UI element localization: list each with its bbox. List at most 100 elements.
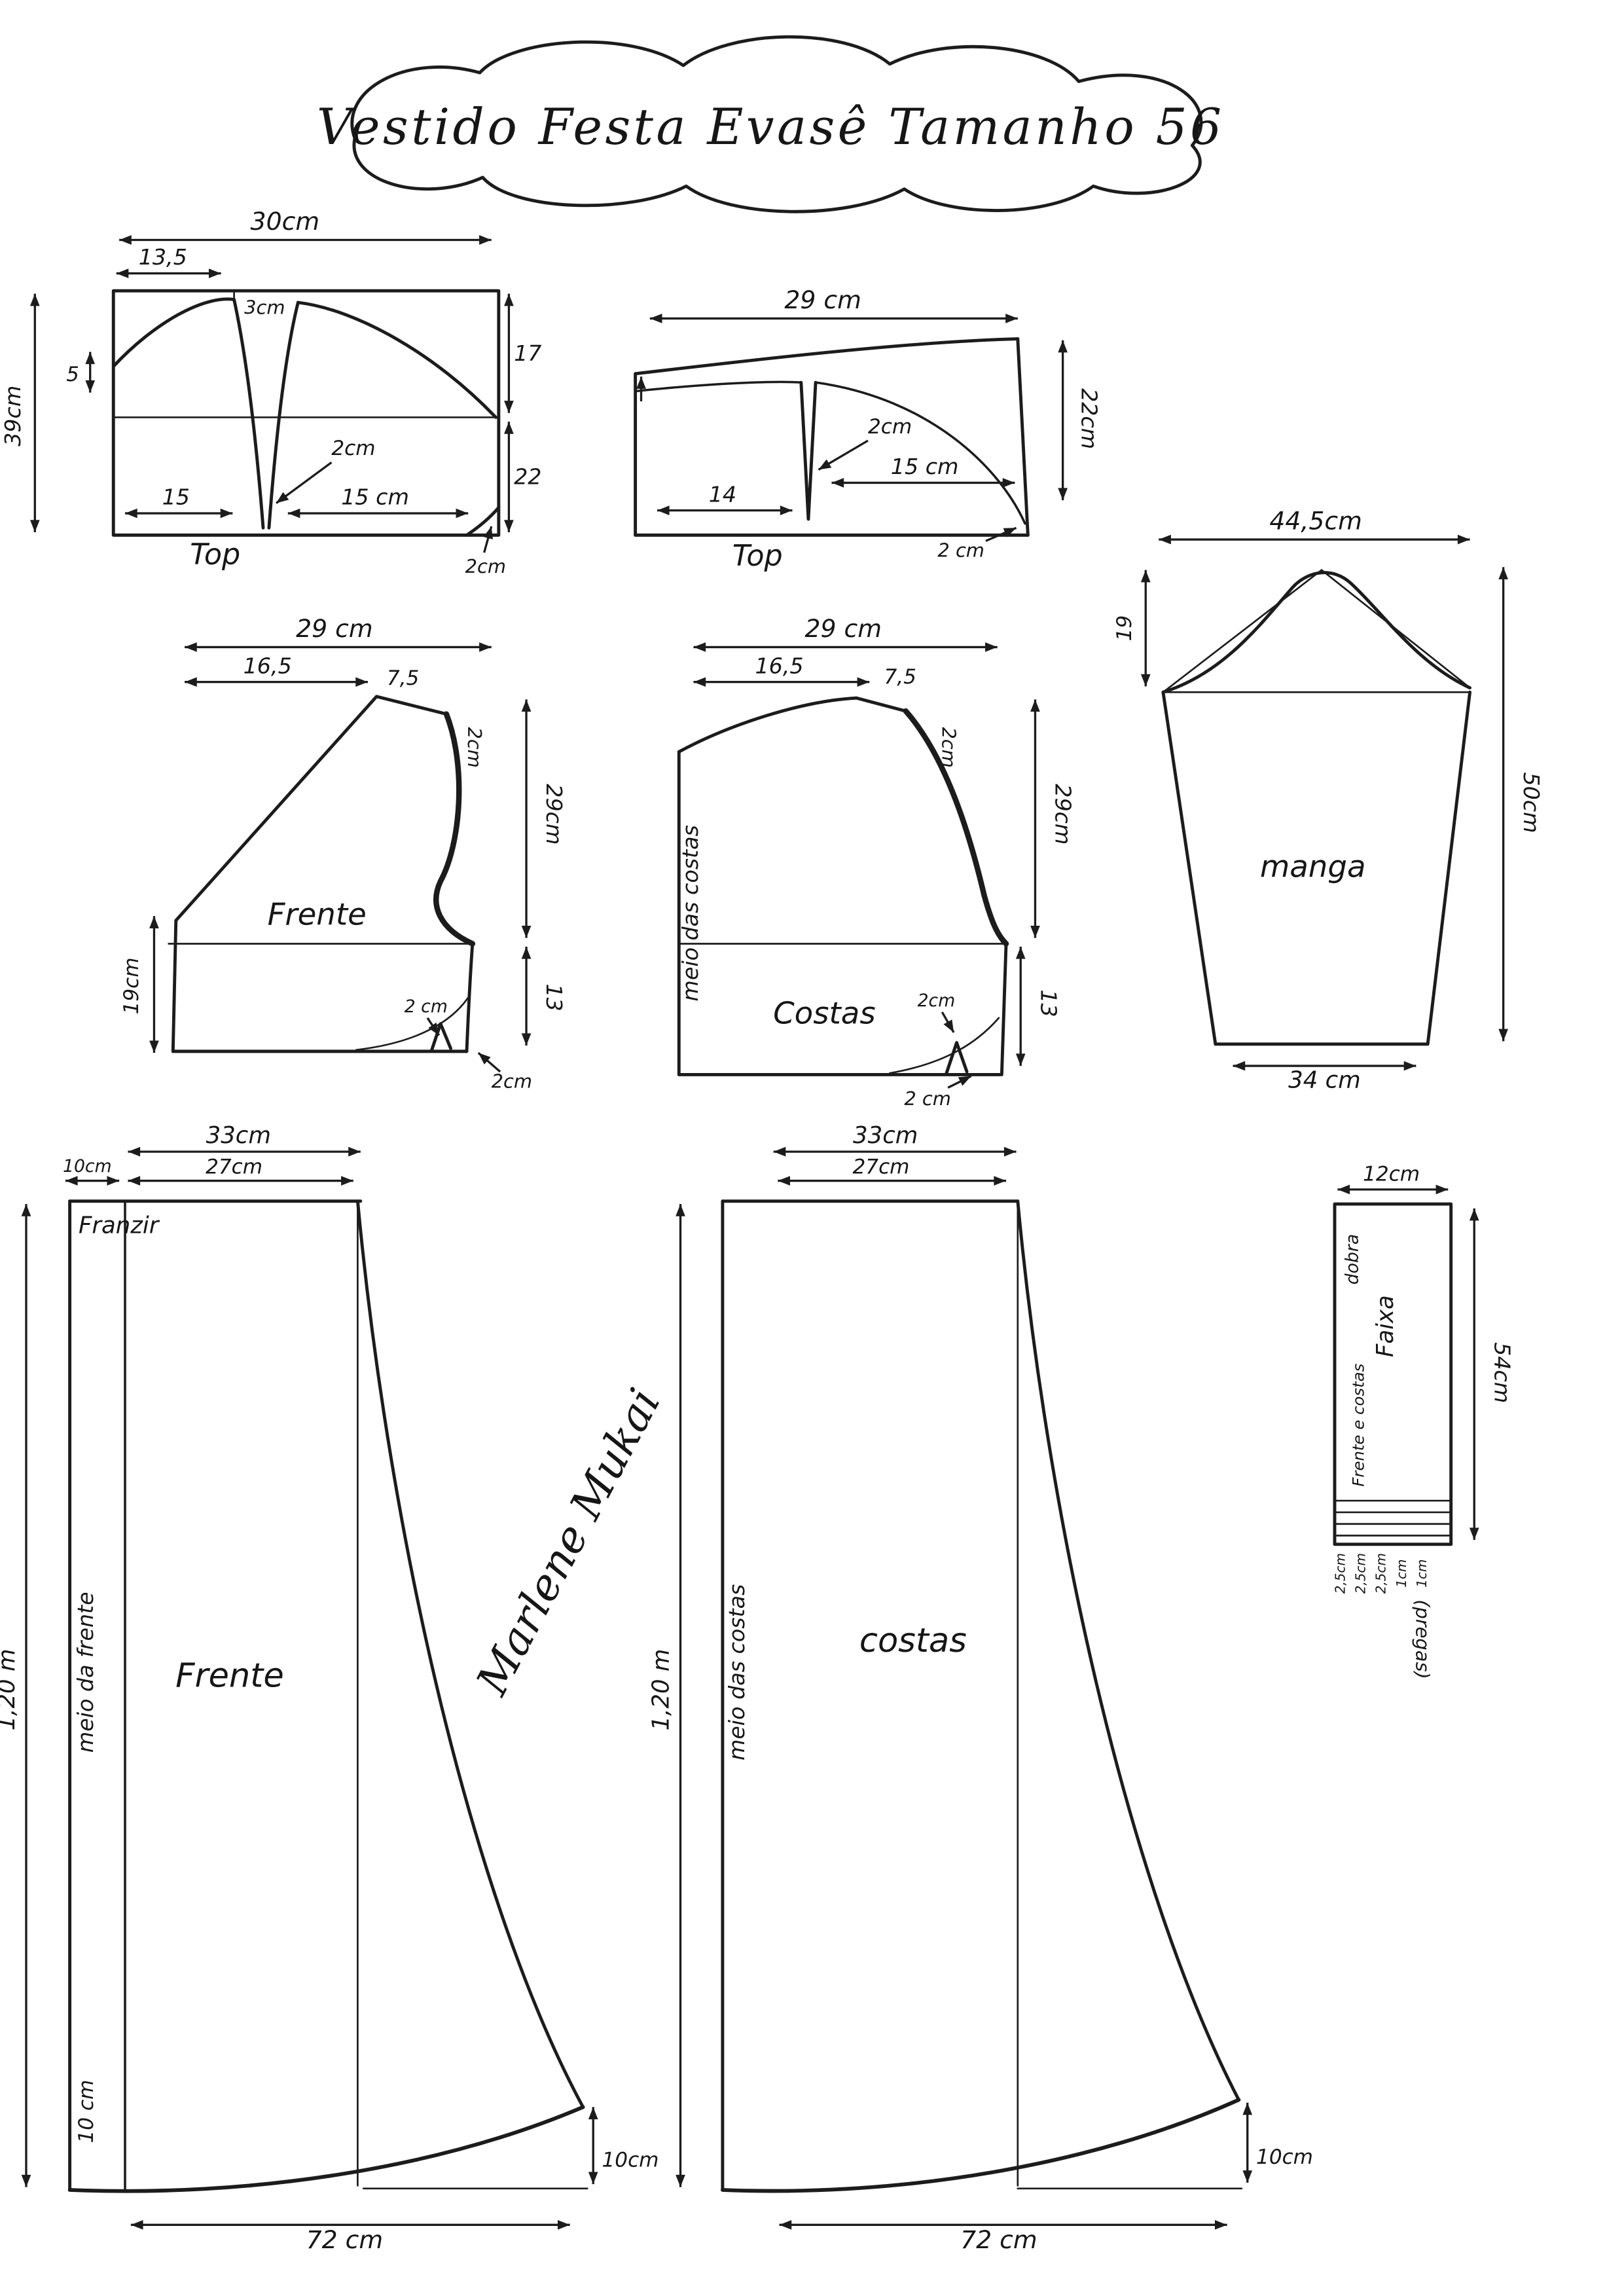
skirt-back-piece-label: costas xyxy=(859,1622,967,1660)
dim-top-front-height xyxy=(29,293,40,532)
dim-sleeve-cuff xyxy=(1233,1061,1416,1071)
top-front-frame xyxy=(111,289,501,537)
piece-sleeve: 44,5cm 19 50cm manga 34 cm xyxy=(1113,506,1544,1093)
front-bodice-slope-label: 7,5 xyxy=(387,666,419,690)
top-front-left-small-label: 5 xyxy=(66,363,79,386)
top-front-bottom-left-label: 15 xyxy=(162,484,190,510)
skirt-back-hem-rise-label: 10cm xyxy=(1256,2145,1313,2169)
back-bodice-width-label: 29 cm xyxy=(804,614,882,643)
skirt-front-hem-w-label: 72 cm xyxy=(306,2225,384,2254)
title-cloud-outline xyxy=(350,35,1203,213)
front-bodice-bottom-dart xyxy=(430,1022,452,1052)
dim-sleeve-cap-height xyxy=(1140,570,1151,687)
band-name-label: Faixa xyxy=(1372,1295,1399,1357)
back-bodice-side-label: 29cm xyxy=(1051,784,1076,845)
skirt-back-flare-seam xyxy=(1016,1199,1240,2102)
band-pleat-label-5: 1cm xyxy=(1414,1559,1430,1588)
top-front-dart-label: 2cm xyxy=(331,437,375,460)
dim-skirt-front-top-w xyxy=(128,1146,361,1157)
skirt-front-piece-label: Frente xyxy=(175,1657,284,1696)
front-bodice-dart-label: 2 cm xyxy=(405,996,448,1017)
dim-skirt-back-hem-rise xyxy=(1242,2102,1253,2183)
top-back-bottom-left-label: 14 xyxy=(709,481,736,507)
dim-back-bodice-dart xyxy=(941,1011,955,1033)
dim-front-bodice-left-height xyxy=(149,916,159,1053)
piece-skirt-front: 33cm 10cm 27cm Franzir 1,20 m meio da fr… xyxy=(0,1122,659,2254)
skirt-front-hem-rise-label: 10cm xyxy=(602,2148,659,2172)
front-bodice-armhole xyxy=(433,711,476,947)
skirt-front-flare-seam xyxy=(355,1199,585,2109)
skirt-back-length-label: 1,20 m xyxy=(648,1649,675,1730)
skirt-front-band-bottom-label: 10 cm xyxy=(75,2080,98,2143)
dim-skirt-front-band-w xyxy=(65,1176,120,1186)
dim-back-bodice-corner xyxy=(947,1075,972,1089)
top-front-corner-curve xyxy=(465,505,501,537)
dim-back-bodice-side xyxy=(1030,699,1040,938)
dim-sleeve-length xyxy=(1498,567,1508,1042)
dim-skirt-front-panel-w xyxy=(128,1176,353,1186)
piece-band: 12cm 54cm dobra Faixa Frente e costas 2,… xyxy=(1333,1163,1515,1679)
sleeve-length-label: 50cm xyxy=(1519,772,1544,833)
top-back-dart-label: 2cm xyxy=(868,415,912,439)
back-bodice-armhole xyxy=(903,708,1009,947)
dim-sleeve-width xyxy=(1159,534,1470,545)
skirt-front-band-label: Franzir xyxy=(79,1212,160,1239)
front-bodice-lower-label: 13 xyxy=(541,984,567,1011)
page-title: Vestido Festa Evasê Tamanho 56 xyxy=(317,98,1225,156)
dim-top-front-bottom-left xyxy=(125,508,233,519)
front-bodice-left-edge xyxy=(171,919,178,1053)
back-bodice-dart-label: 2cm xyxy=(918,991,956,1011)
sleeve-cap-chord-left xyxy=(1162,569,1323,693)
dim-skirt-back-top-w xyxy=(773,1146,1017,1157)
top-back-piece-label: Top xyxy=(732,539,783,573)
dim-skirt-back-length xyxy=(676,1204,685,2187)
back-bodice-neckline xyxy=(677,696,858,754)
signature: Marlene Mukai xyxy=(466,1380,670,1704)
dim-top-back-bottom-right xyxy=(831,478,1015,488)
band-sub-label: Frente e costas xyxy=(1348,1363,1367,1486)
band-pleat-label-2: 2,5cm xyxy=(1353,1553,1369,1594)
dim-band-width xyxy=(1337,1184,1449,1195)
dim-top-front-left-small xyxy=(85,352,96,393)
sleeve-cuff-label: 34 cm xyxy=(1288,1066,1361,1093)
piece-skirt-back: 33cm 27cm 1,20 m meio das costas costas … xyxy=(648,1122,1313,2254)
title-group: Vestido Festa Evasê Tamanho 56 xyxy=(317,35,1225,213)
dim-front-bodice-corner xyxy=(477,1051,501,1073)
dim-front-bodice-lower xyxy=(521,946,532,1046)
dim-skirt-front-hem-w xyxy=(130,2219,570,2230)
back-bodice-shoulder xyxy=(854,696,908,713)
skirt-front-panel-w-label: 27cm xyxy=(206,1155,262,1178)
top-back-dart xyxy=(799,380,818,521)
top-back-inner-right-curve xyxy=(814,381,1026,525)
back-bodice-piece-label: Costas xyxy=(773,996,876,1031)
top-front-width-label: 30cm xyxy=(251,207,320,236)
top-front-left-curve xyxy=(111,297,236,369)
skirt-front-band-w-label: 10cm xyxy=(63,1156,112,1176)
piece-front-bodice: 29 cm 16,5 7,5 2cm 29cm 13 19cm Frente 2… xyxy=(120,614,567,1093)
back-bodice-right-lower-edge xyxy=(1000,942,1008,1076)
band-pregas-label: (pregas) xyxy=(1411,1599,1434,1679)
sleeve-cap-height-label: 19 xyxy=(1113,615,1136,642)
top-front-right-dart-curve xyxy=(267,301,300,530)
skirt-back-hem-w-label: 72 cm xyxy=(960,2225,1038,2254)
back-bodice-drop-label: 2cm xyxy=(937,727,960,768)
dim-top-front-right-upper xyxy=(504,293,514,413)
sleeve-cap-chord-right xyxy=(1320,569,1471,689)
dim-top-front-corner xyxy=(483,526,493,553)
front-bodice-corner-label: 2cm xyxy=(492,1070,532,1092)
dim-top-front-dart xyxy=(276,461,333,504)
band-width-label: 12cm xyxy=(1363,1163,1420,1186)
dim-back-bodice-width xyxy=(693,642,998,652)
dim-top-front-right-lower xyxy=(504,422,514,532)
front-bodice-neck-diagonal xyxy=(174,695,378,922)
top-front-height-label: 39cm xyxy=(0,386,26,446)
dim-top-front-bottom-right xyxy=(287,508,469,519)
top-front-left-dart-curve xyxy=(232,298,265,530)
front-bodice-piece-label: Frente xyxy=(268,897,367,932)
back-bodice-hem-curve xyxy=(888,1017,1000,1074)
top-front-peak-label: 3cm xyxy=(244,297,285,319)
band-pleat-label-4: 1cm xyxy=(1394,1559,1409,1588)
top-back-height-label: 22cm xyxy=(1077,388,1102,449)
dim-top-back-width xyxy=(649,314,1018,323)
